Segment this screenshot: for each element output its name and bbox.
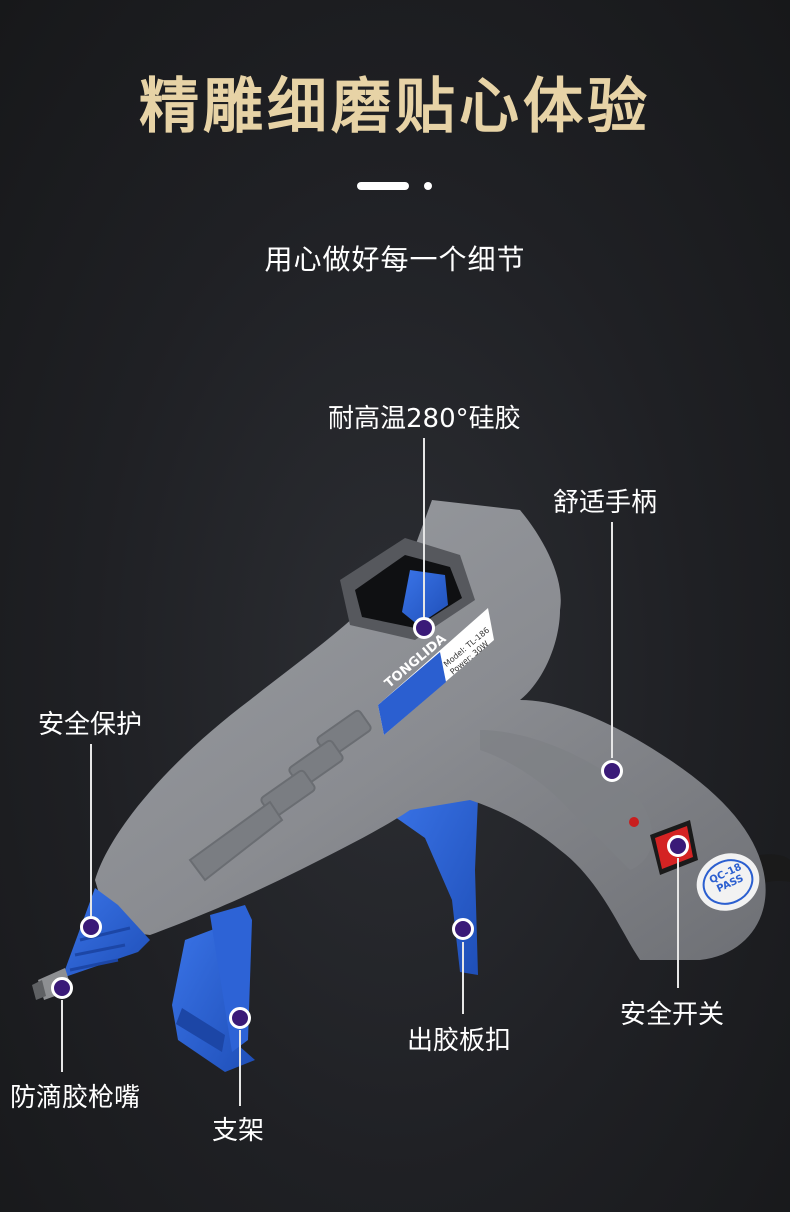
gun-body	[95, 500, 766, 960]
trigger-shape	[388, 790, 478, 975]
callout-line-nozzle	[61, 1000, 63, 1072]
callout-label-protection: 安全保护	[38, 710, 143, 740]
page-title: 精雕细磨贴心体验	[139, 72, 651, 142]
callout-line-silicone	[423, 438, 425, 618]
callout-dot-silicone[interactable]	[413, 617, 435, 639]
callout-dot-nozzle[interactable]	[51, 977, 73, 999]
title-dash	[357, 182, 409, 190]
callout-line-handle	[611, 522, 613, 758]
label-plate	[378, 608, 494, 735]
callout-line-trigger	[462, 942, 464, 1014]
callout-dot-trigger[interactable]	[452, 918, 474, 940]
callout-dot-protection[interactable]	[80, 916, 102, 938]
callout-line-protection	[90, 744, 92, 916]
callout-dot-handle[interactable]	[601, 760, 623, 782]
callout-label-nozzle: 防滴胶枪嘴	[10, 1083, 141, 1113]
cert-badge	[696, 853, 760, 911]
callout-label-handle: 舒适手柄	[553, 488, 658, 518]
callout-line-stand	[239, 1030, 241, 1106]
callout-dot-stand[interactable]	[229, 1007, 251, 1029]
callout-line-switch	[677, 858, 679, 988]
callout-dot-switch[interactable]	[667, 835, 689, 857]
page-subtitle: 用心做好每一个细节	[264, 243, 526, 276]
callout-label-stand: 支架	[212, 1116, 265, 1146]
indicator-light	[629, 817, 639, 827]
callout-label-switch: 安全开关	[620, 1000, 725, 1030]
silicone-feeder	[402, 570, 448, 625]
title-dot	[424, 182, 432, 190]
stand-shape	[172, 905, 255, 1072]
grip-ridges	[188, 709, 372, 882]
callout-label-trigger: 出胶板扣	[407, 1026, 512, 1056]
callout-label-silicone: 耐高温280°硅胶	[328, 404, 521, 434]
